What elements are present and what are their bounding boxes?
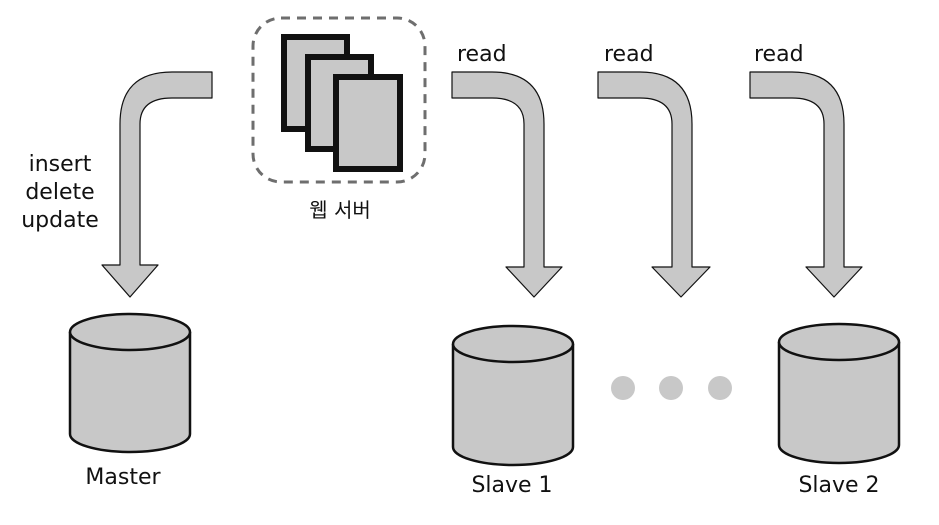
write-arrow <box>101 71 213 298</box>
server-pages-icon <box>281 34 403 172</box>
master-database: Master <box>68 312 192 490</box>
slave-1-label: Slave 1 <box>471 473 552 498</box>
read-arrow-3: read <box>749 42 863 298</box>
slave-2-database: Slave 2 <box>777 322 901 498</box>
read-arrow-2: read <box>597 42 711 298</box>
more-dots-icon <box>611 376 732 400</box>
web-server: 웹 서버 <box>251 16 427 222</box>
database-icon <box>777 322 901 465</box>
write-operations-label: insert delete update <box>21 152 99 233</box>
database-icon <box>451 324 575 467</box>
write-op-insert: insert <box>29 152 92 177</box>
read-label-2: read <box>604 42 654 67</box>
master-label: Master <box>85 465 161 490</box>
write-op-delete: delete <box>25 180 94 205</box>
read-label-1: read <box>457 42 507 67</box>
web-server-label: 웹 서버 <box>309 198 371 222</box>
read-arrow-1: read <box>451 42 563 298</box>
web-server-boundary <box>251 16 427 184</box>
write-op-update: update <box>21 208 99 233</box>
database-icon <box>68 312 192 454</box>
slave-2-label: Slave 2 <box>798 473 879 498</box>
read-label-3: read <box>754 42 804 67</box>
slave-1-database: Slave 1 <box>451 324 575 498</box>
